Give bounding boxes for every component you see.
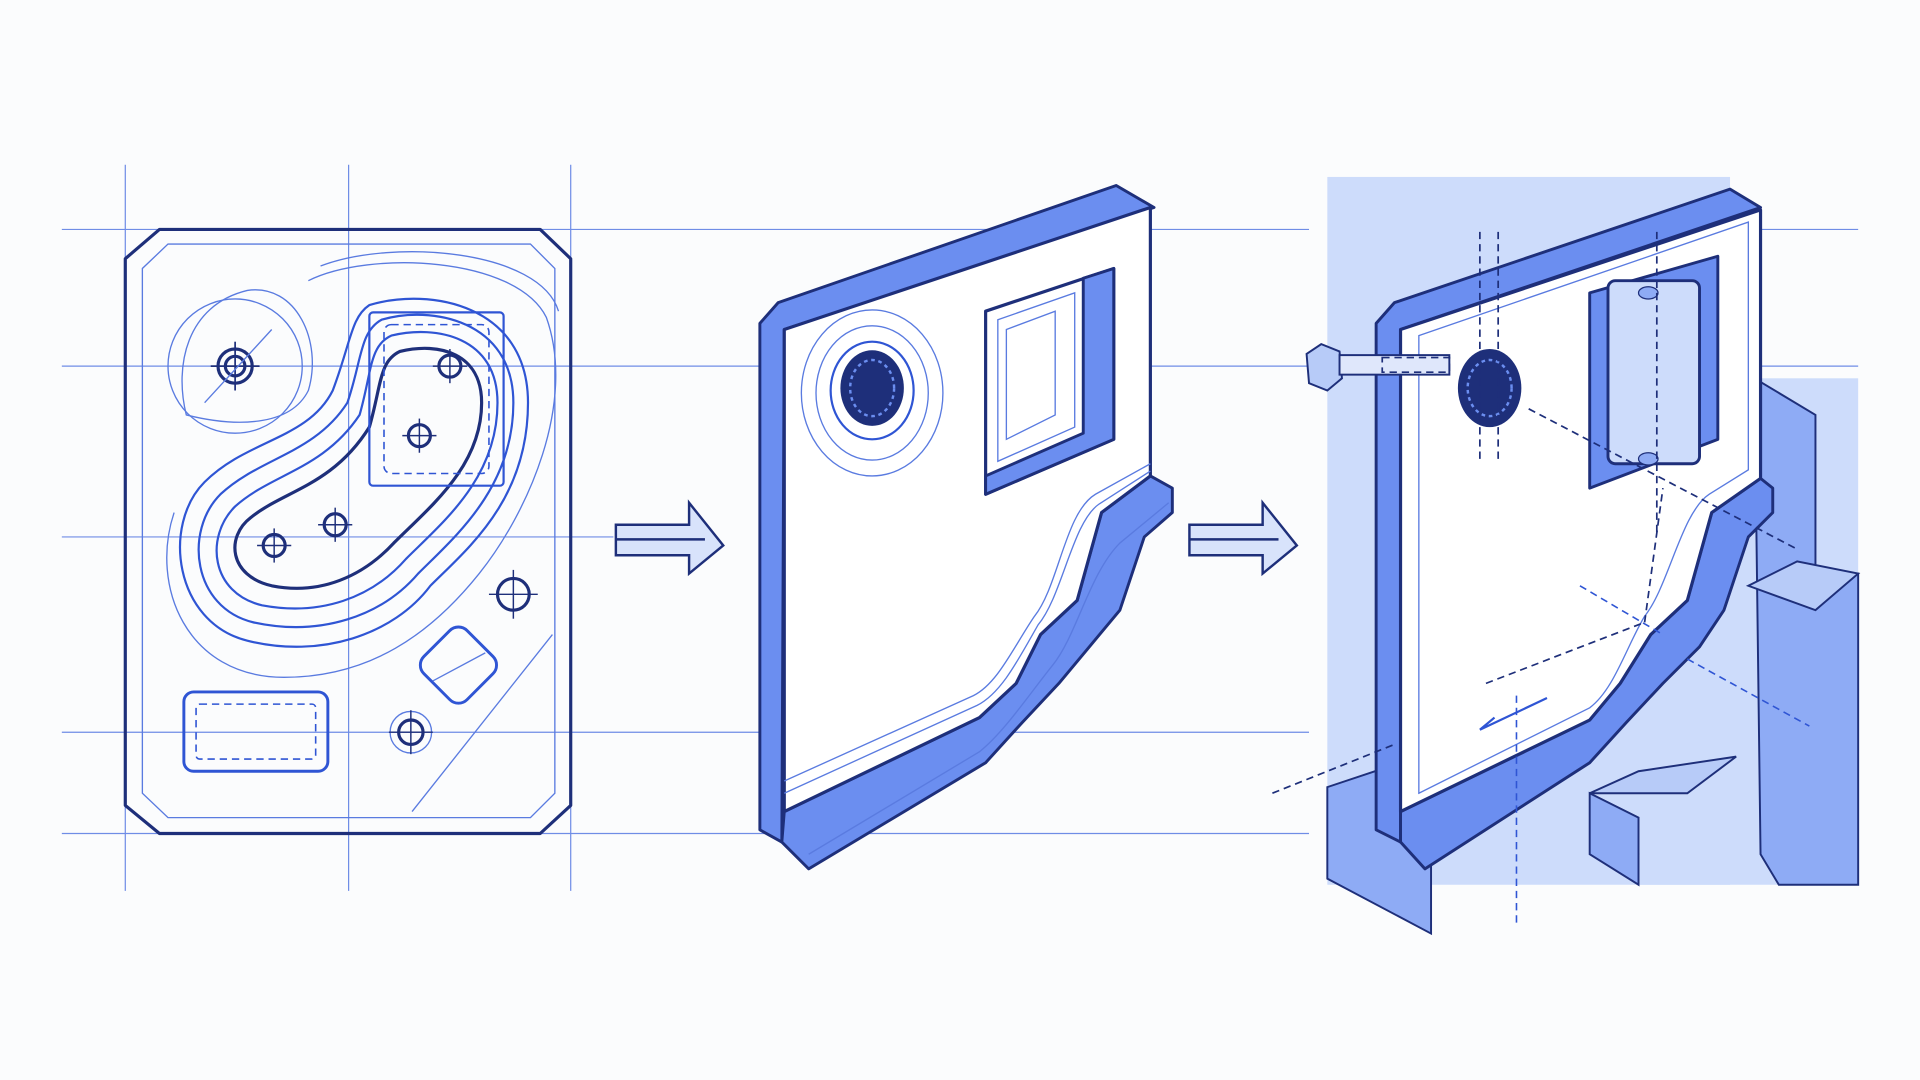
rectangular-pocket <box>984 266 1116 496</box>
machined-part <box>758 184 1174 871</box>
locating-insert <box>1588 254 1720 490</box>
process-arrow-1 <box>614 499 725 577</box>
fixture-assembly <box>1272 176 1861 936</box>
slot-pocket <box>182 690 330 773</box>
threaded-hole <box>800 309 944 477</box>
clamp-force-indicators <box>1272 231 1810 928</box>
process-arrow-2 <box>1188 499 1299 577</box>
hole-markers <box>204 329 538 755</box>
plate-outline <box>123 227 573 836</box>
toolpath-contours <box>166 251 560 678</box>
fixture-blocks <box>1326 376 1861 936</box>
bolt <box>1305 343 1451 392</box>
flat-layout-drawing <box>123 227 573 836</box>
